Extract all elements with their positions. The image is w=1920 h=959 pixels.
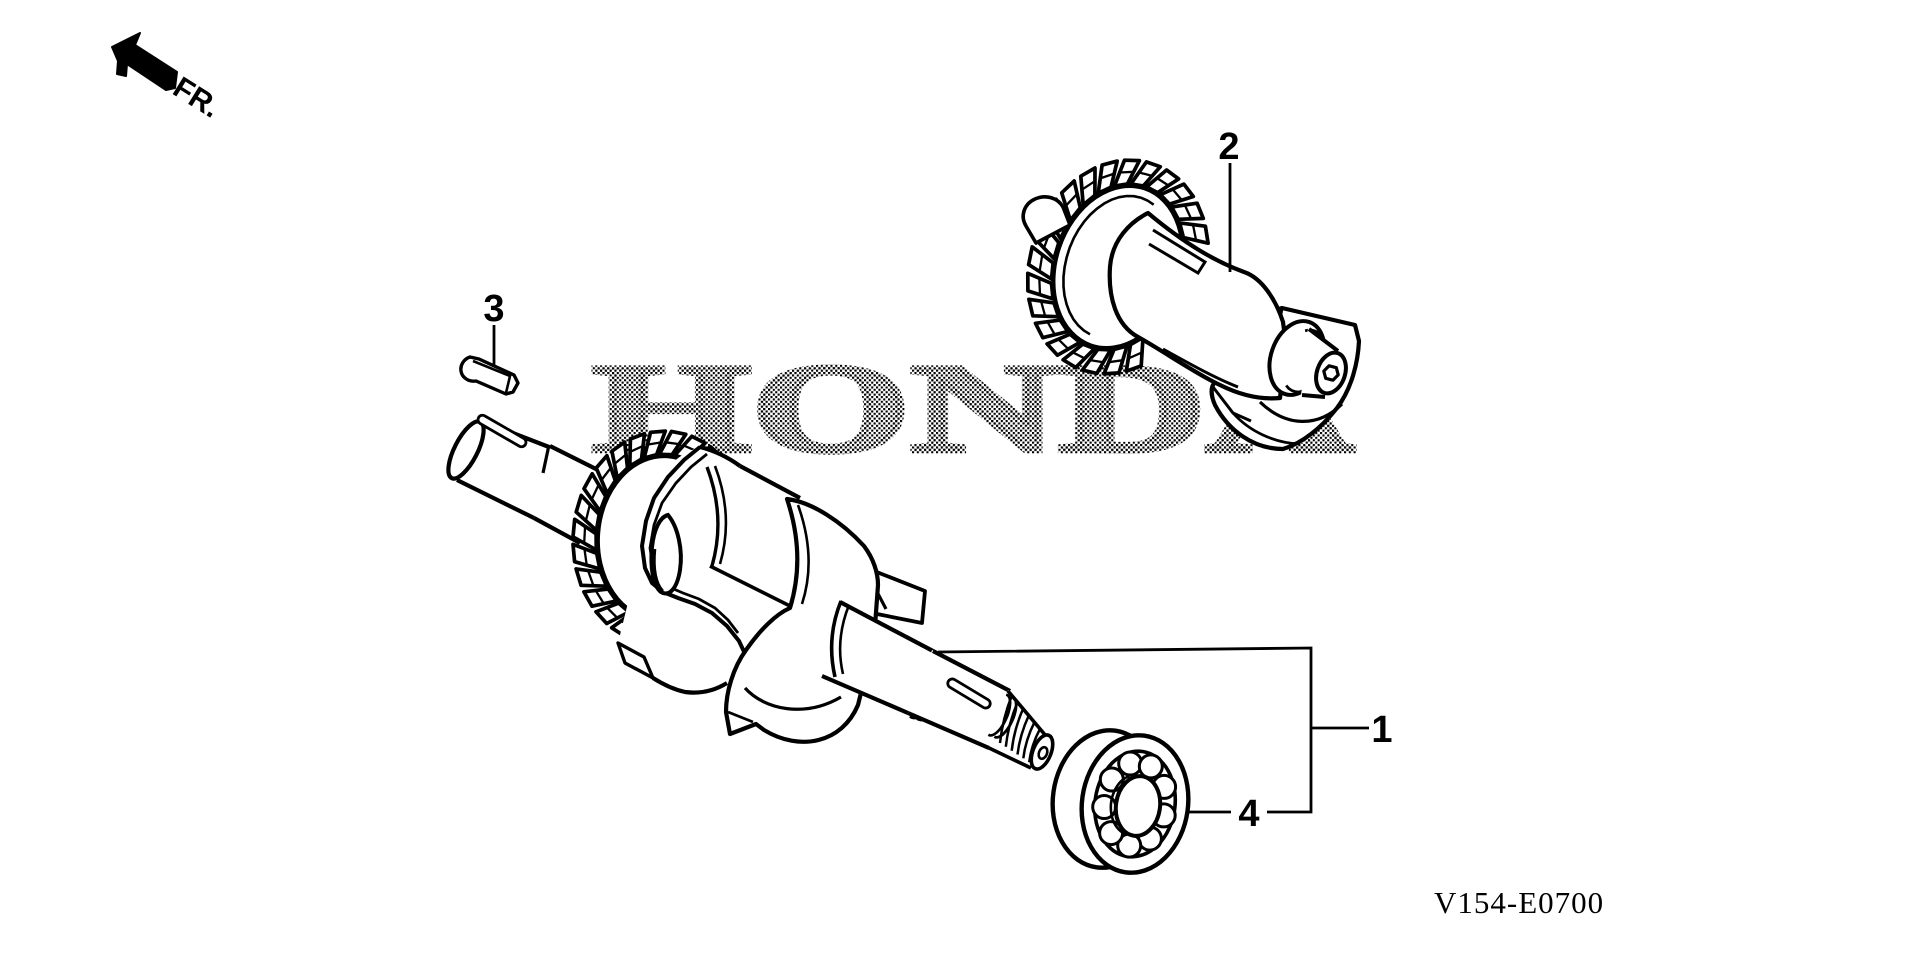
svg-text:V154-E0700: V154-E0700: [1434, 885, 1604, 920]
svg-text:4: 4: [1238, 793, 1259, 835]
svg-text:2: 2: [1218, 126, 1239, 168]
svg-text:3: 3: [483, 288, 504, 330]
svg-text:1: 1: [1371, 709, 1392, 751]
